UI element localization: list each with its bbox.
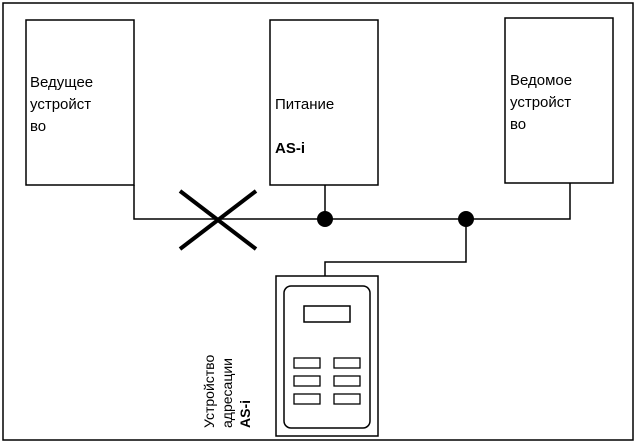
addressing-device-label-line2: адресации — [219, 358, 235, 428]
addressing-junction-dot — [458, 211, 474, 227]
addressing-device-icon — [275, 275, 379, 437]
power-junction-dot — [317, 211, 333, 227]
addressing-device-label: Устройство адресации AS-i — [200, 298, 272, 428]
power-supply-label: Питание AS-i — [275, 72, 334, 182]
power-supply-label-line2: AS-i — [275, 140, 305, 157]
bus-line — [133, 183, 571, 220]
addressing-device-label-line3: AS-i — [237, 400, 253, 428]
addressing-device-label-line1: Устройство — [201, 354, 217, 428]
addressing-device-display — [303, 305, 351, 323]
power-supply-label-line1: Питание — [275, 96, 335, 113]
slave-device-box — [504, 17, 614, 184]
addressing-drop-line — [324, 219, 467, 276]
slave-device-label: Ведомое устройст во — [510, 72, 573, 133]
master-device-label: Ведущее устройст во — [30, 74, 94, 135]
disconnect-cross-stroke-2 — [178, 189, 258, 251]
master-device-box — [25, 19, 135, 186]
power-supply-box — [269, 19, 379, 186]
